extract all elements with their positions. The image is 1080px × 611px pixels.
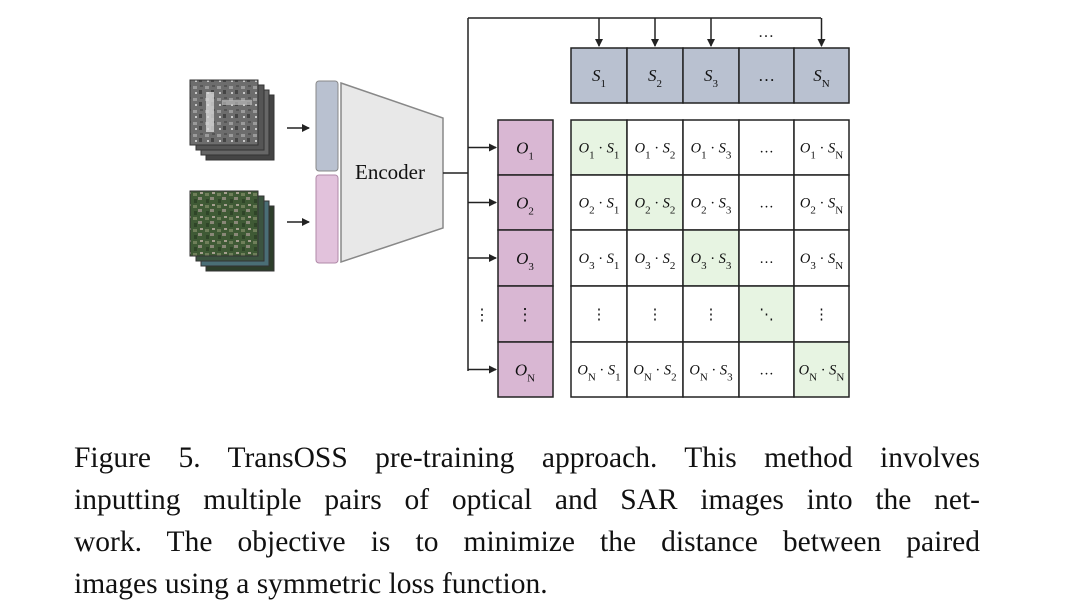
encoder-block bbox=[340, 81, 444, 264]
matrix-cell-label: ⋮ bbox=[592, 307, 607, 323]
s-header-label: SN bbox=[813, 66, 830, 90]
o-right-arrows bbox=[468, 143, 497, 374]
matrix-cell-label: … bbox=[759, 196, 774, 212]
matrix-cell-label: O3 · SN bbox=[800, 251, 843, 272]
matrix-cell bbox=[682, 174, 740, 231]
matrix-cell bbox=[570, 285, 628, 343]
s-down-arrows bbox=[595, 18, 826, 47]
caption-line: Figure 5. TransOSS pre-training approach… bbox=[74, 442, 980, 474]
matrix-cell-label: O2 · S3 bbox=[691, 196, 732, 217]
s-header-label: S1 bbox=[592, 66, 606, 90]
o-cell bbox=[497, 229, 554, 287]
sar-image-stack bbox=[189, 79, 275, 161]
left-vdots: ⋮ bbox=[474, 307, 490, 324]
matrix-cell bbox=[626, 229, 684, 287]
matrix-cell-label: O3 · S3 bbox=[691, 251, 732, 272]
matrix-cell bbox=[682, 285, 740, 343]
optical-token-bar bbox=[315, 174, 339, 264]
matrix-cell-label: … bbox=[759, 141, 774, 157]
o-label: O3 bbox=[516, 249, 534, 273]
o-label: O2 bbox=[516, 194, 534, 218]
matrix-cell bbox=[626, 119, 684, 176]
matrix-cell-label: O1 · S1 bbox=[579, 141, 620, 162]
matrix-cell-label: O2 · S1 bbox=[579, 196, 620, 217]
matrix-cell bbox=[570, 174, 628, 231]
matrix-cell bbox=[682, 119, 740, 176]
o-cell bbox=[497, 174, 554, 231]
matrix-cell-label: ON · S1 bbox=[577, 363, 620, 384]
matrix-cell-label: O1 · S2 bbox=[635, 141, 676, 162]
matrix-cell bbox=[793, 119, 850, 176]
matrix-cell-label: ON · S3 bbox=[689, 363, 733, 384]
figure-caption: Figure 5. TransOSS pre-training approach… bbox=[74, 437, 980, 605]
encoder-label: Encoder bbox=[355, 160, 425, 184]
matrix-cell bbox=[738, 341, 795, 398]
matrix-cell-label: O3 · S2 bbox=[635, 251, 676, 272]
caption-line: images using a symmetric loss function. bbox=[74, 568, 548, 600]
o-label: ⋮ bbox=[517, 305, 534, 324]
matrix-cell-label: O2 · SN bbox=[800, 196, 843, 217]
matrix-cell-label: O3 · S1 bbox=[579, 251, 620, 272]
s-header-label: … bbox=[758, 66, 775, 85]
sar-token-bar bbox=[315, 80, 339, 172]
s-header-cell bbox=[682, 47, 740, 104]
s-header-row: S1 S2 S3 … SN bbox=[570, 47, 850, 104]
s-header-label: S2 bbox=[648, 66, 662, 90]
s-header-cell bbox=[793, 47, 850, 104]
output-connectors bbox=[443, 17, 821, 371]
o-label: ON bbox=[515, 361, 535, 385]
o-cell bbox=[497, 341, 554, 398]
matrix-cell-label: ON · SN bbox=[799, 363, 845, 384]
matrix-cell bbox=[738, 119, 795, 176]
o-cell bbox=[497, 285, 554, 343]
optical-image-stack bbox=[189, 190, 275, 272]
matrix-cell-label: … bbox=[759, 363, 774, 379]
matrix-cell-label: ⋮ bbox=[814, 307, 829, 323]
matrix-cell bbox=[793, 229, 850, 287]
matrix-cell-label: O1 · SN bbox=[800, 141, 843, 162]
s-header-cell bbox=[626, 47, 684, 104]
o-label: O1 bbox=[516, 139, 534, 163]
matrix-cell bbox=[570, 229, 628, 287]
matrix-cell-diagonal bbox=[793, 341, 850, 398]
caption-line: inputting multiple pairs of optical and … bbox=[74, 484, 980, 516]
matrix-cell-label: ⋱ bbox=[759, 307, 774, 323]
matrix-cell-label: O2 · S2 bbox=[635, 196, 676, 217]
matrix-cell-label: ⋮ bbox=[648, 307, 663, 323]
matrix-cell bbox=[682, 341, 740, 398]
matrix-cell-label: … bbox=[759, 251, 774, 267]
matrix-cell bbox=[738, 174, 795, 231]
matrix-cell-label: ON · S2 bbox=[633, 363, 676, 384]
top-ellipsis: … bbox=[758, 24, 774, 41]
s-header-cell bbox=[570, 47, 628, 104]
matrix-cell-diagonal bbox=[570, 119, 628, 176]
matrix-cell-label: ⋮ bbox=[704, 307, 719, 323]
similarity-matrix: O1 · S1 O1 · S2 O1 · S3 … O1 · SN O2 · S1 O2 ·… bbox=[570, 119, 850, 398]
matrix-cell bbox=[570, 341, 628, 398]
matrix-cell bbox=[626, 341, 684, 398]
caption-line: work. The objective is to minimize the d… bbox=[74, 526, 980, 558]
matrix-cell-label: O1 · S3 bbox=[691, 141, 732, 162]
matrix-cell bbox=[738, 229, 795, 287]
matrix-cell bbox=[793, 285, 850, 343]
matrix-cell-diagonal bbox=[682, 229, 740, 287]
s-header-label: S3 bbox=[704, 66, 719, 90]
